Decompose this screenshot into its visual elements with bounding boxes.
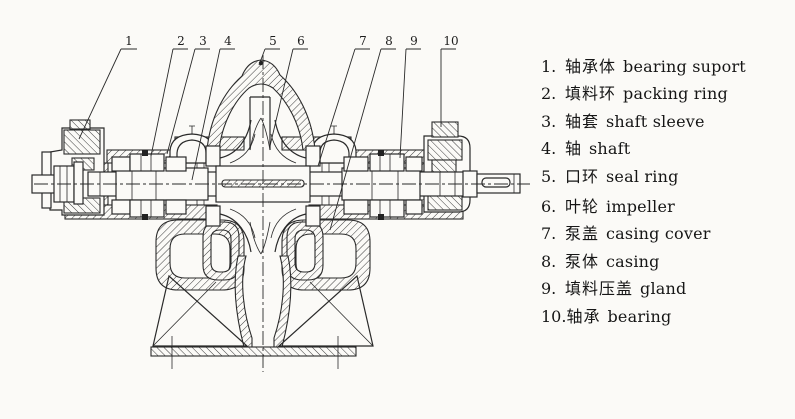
- legend-item: 9. 填料压盖 gland: [541, 275, 791, 302]
- legend-item: 4. 轴 shaft: [541, 135, 791, 162]
- legend-item-name-en: shaft sleeve: [606, 111, 705, 131]
- legend-item-name-en: casing cover: [606, 224, 711, 244]
- seal-ring: [305, 145, 321, 167]
- callout-number-6: 6: [297, 34, 305, 48]
- base-plate: [150, 346, 357, 357]
- legend-item: 3. 轴套 shaft sleeve: [541, 108, 791, 135]
- legend-item-name-zh: 叶轮: [565, 196, 600, 216]
- ball-bearing-right: [431, 159, 457, 173]
- callout-number-5: 5: [269, 34, 277, 48]
- parts-legend: 1. 轴承体 bearing suport 2. 填料环 packing rin…: [541, 53, 791, 330]
- legend-item-name-zh: 泵体: [565, 251, 600, 271]
- axis-lines: [34, 55, 530, 372]
- legend-item-name-zh: 口环: [565, 166, 600, 186]
- keyway: [481, 177, 511, 188]
- legend-item-name-en: seal ring: [606, 166, 679, 186]
- legend-item-name-zh: 轴承: [566, 306, 601, 326]
- legend-item: 10. 轴承 bearing: [541, 303, 791, 330]
- bearing-housing-right: [423, 121, 471, 213]
- callout-number-1: 1: [125, 34, 133, 48]
- legend-item-name-en: casing: [606, 251, 660, 271]
- legend-item-number: 7.: [541, 224, 557, 244]
- legend-item-number: 6.: [541, 196, 557, 216]
- legend-item-number: 3.: [541, 111, 557, 131]
- legend-item-name-en: bearing suport: [623, 57, 746, 76]
- support-rib-left: [152, 274, 249, 347]
- callout-number-8: 8: [385, 34, 393, 48]
- legend-item-number: 2.: [541, 84, 557, 104]
- legend-item: 1. 轴承体 bearing suport: [541, 53, 791, 80]
- legend-item-name-en: gland: [640, 279, 687, 299]
- legend-item: 8. 泵体 casing: [541, 248, 791, 275]
- legend-item-name-en: bearing: [607, 306, 672, 326]
- seal-ring: [205, 205, 221, 227]
- legend-item-number: 9.: [541, 279, 557, 299]
- legend-item-number: 4.: [541, 139, 557, 159]
- legend-item: 6. 叶轮 impeller: [541, 193, 791, 220]
- packing-glands: [111, 150, 423, 220]
- casing-cover: [169, 133, 357, 164]
- callout-number-7: 7: [359, 34, 367, 48]
- callout-leaders: [78, 48, 456, 231]
- legend-item-name-en: packing ring: [623, 84, 728, 104]
- legend-item-name-en: impeller: [606, 196, 675, 216]
- seal-ring: [305, 205, 321, 227]
- legend-item-name-zh: 轴承体: [565, 57, 617, 76]
- legend-item-name-en: shaft: [589, 139, 631, 159]
- legend-item-name-zh: 泵盖: [565, 224, 600, 244]
- seal-ring: [205, 145, 221, 167]
- legend-item-name-zh: 轴套: [565, 111, 600, 131]
- support-rib-right: [277, 274, 374, 347]
- pump-casing-lower: [150, 219, 374, 369]
- legend-item: 2. 填料环 packing ring: [541, 80, 791, 107]
- legend-item: 5. 口环 seal ring: [541, 163, 791, 190]
- legend-item-number: 1.: [541, 57, 557, 76]
- legend-item-number: 10.: [541, 306, 567, 326]
- coupling-end: [476, 173, 521, 194]
- callout-number-3: 3: [199, 34, 207, 48]
- callout-number-10: 10: [443, 34, 458, 48]
- legend-item: 7. 泵盖 casing cover: [541, 220, 791, 247]
- legend-item-name-zh: 填料压盖: [565, 279, 634, 299]
- discharge-dome: [206, 59, 316, 151]
- legend-item-name-zh: 轴: [565, 139, 583, 159]
- legend-item-number: 8.: [541, 251, 557, 271]
- callout-number-4: 4: [224, 34, 232, 48]
- legend-item-name-zh: 填料环: [565, 84, 617, 104]
- callout-numbers: 1 2 3 4 5 6 7 8 9 10: [125, 34, 458, 48]
- legend-item-number: 5.: [541, 166, 557, 186]
- callout-number-2: 2: [177, 34, 185, 48]
- callout-number-9: 9: [410, 34, 418, 48]
